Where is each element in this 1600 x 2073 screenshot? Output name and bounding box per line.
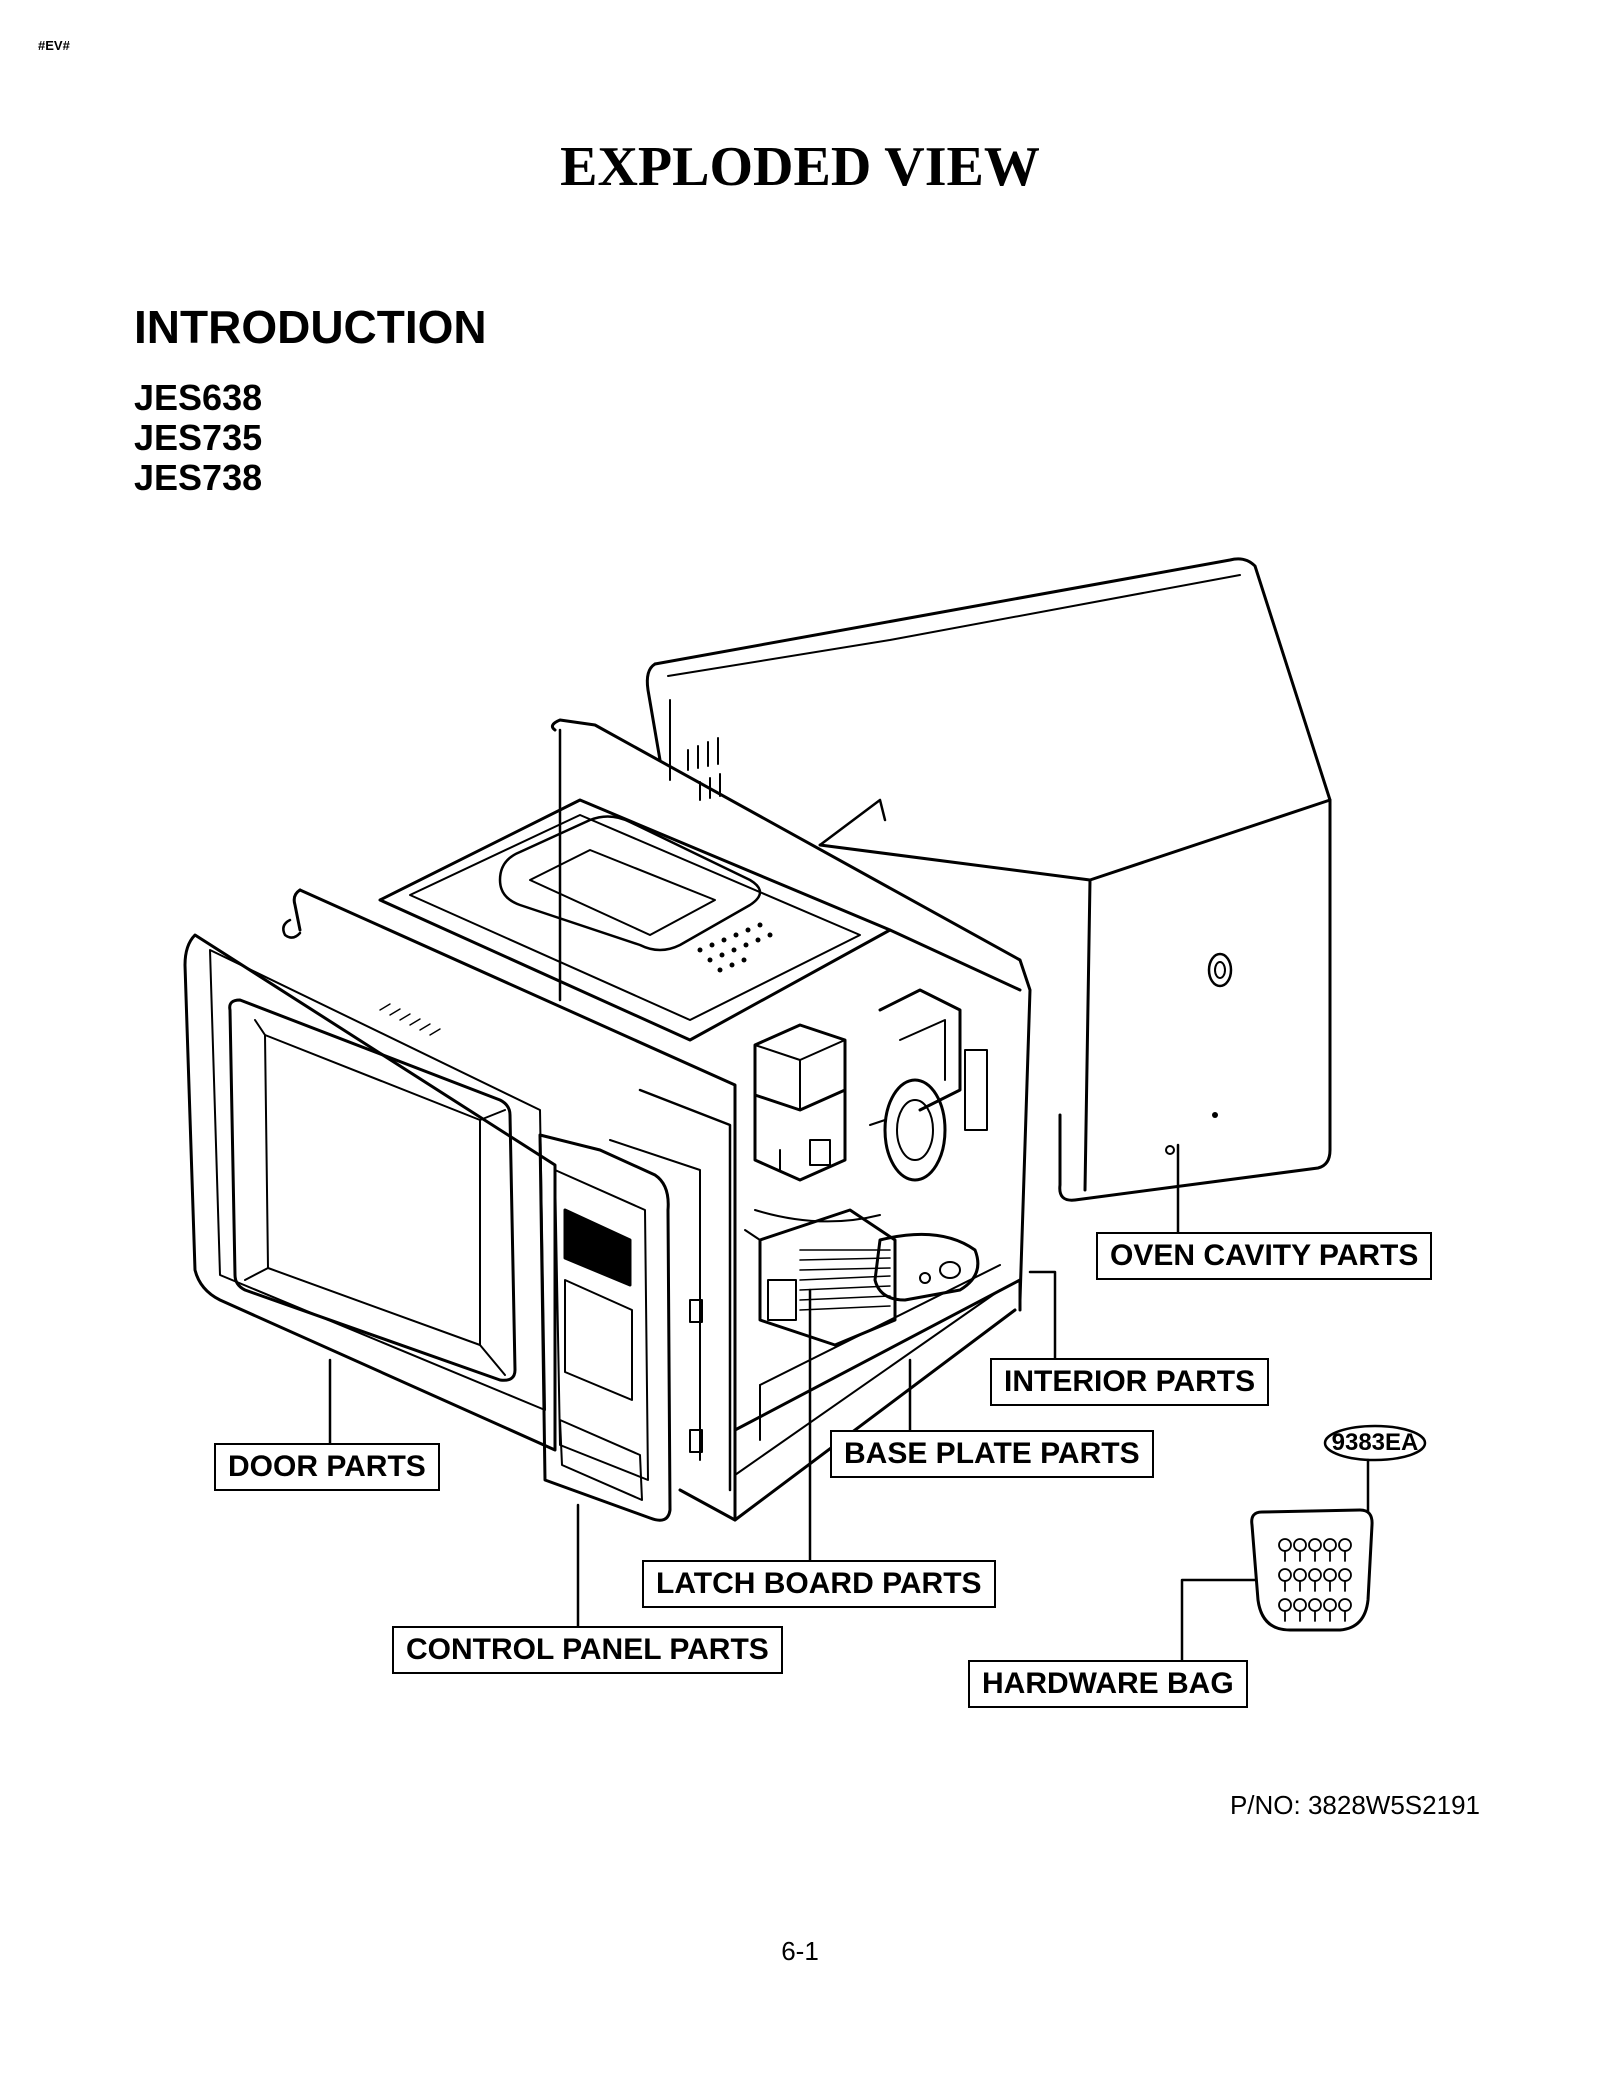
leader-lines [328,1143,1370,1664]
bag-code-oval [1323,1424,1427,1462]
microwave-door [183,933,557,1452]
page-number: 6-1 [781,1936,819,1966]
label-door-parts: DOOR PARTS [214,1443,440,1491]
part-number: P/NO: 3828W5S2191 [1229,1790,1480,1820]
control-panel [538,1133,672,1522]
label-interior-parts: INTERIOR PARTS [990,1358,1270,1406]
base-plate [733,1264,1022,1441]
label-hardware-bag: HARDWARE BAG [968,1660,1248,1708]
label-oven-cavity-parts: OVEN CAVITY PARTS [1096,1232,1433,1280]
bag-code-label: 9383EA [1331,1429,1419,1456]
label-base-plate-parts: BASE PLATE PARTS [830,1430,1154,1478]
oven-cavity-frame [282,718,1032,1522]
hardware-bag [1250,1424,1427,1632]
label-control-panel-parts: CONTROL PANEL PARTS [392,1626,783,1674]
page-title: EXPLODED VIEW [560,136,1040,198]
model-number: JES735 [134,417,263,458]
document-code: #EV# [38,38,70,53]
label-latch-board-parts: LATCH BOARD PARTS [642,1560,996,1608]
model-number: JES638 [134,377,263,418]
outer-cabinet [645,557,1332,1202]
section-title: INTRODUCTION [134,301,487,353]
model-number: JES738 [134,457,263,498]
magnetron-transformer-assembly [744,988,988,1347]
